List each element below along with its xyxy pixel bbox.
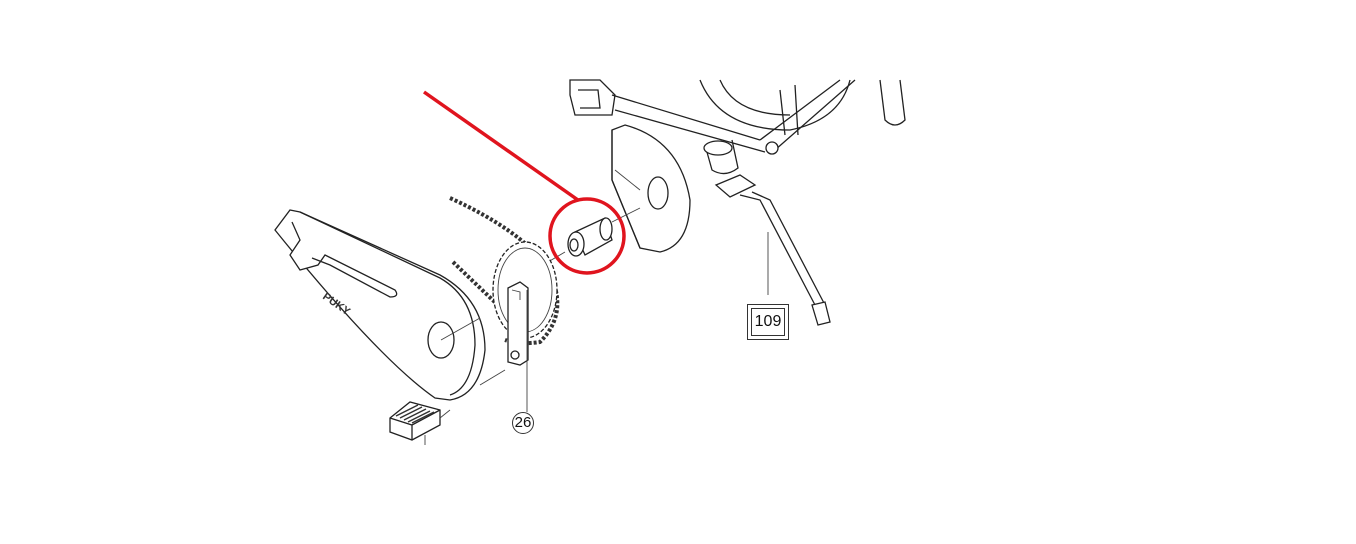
bike-frame	[569, 79, 906, 175]
highlight-annotation	[422, 90, 626, 275]
kickstand	[714, 174, 831, 326]
chain-guard: PUKY	[274, 209, 506, 401]
pedal	[389, 401, 451, 445]
callout-109-label: 109	[751, 308, 785, 336]
chain-guard-rear-plate	[611, 124, 691, 253]
callout-109: 109	[747, 304, 789, 340]
callout-26: 26	[512, 412, 534, 434]
crank-arm	[507, 281, 529, 412]
